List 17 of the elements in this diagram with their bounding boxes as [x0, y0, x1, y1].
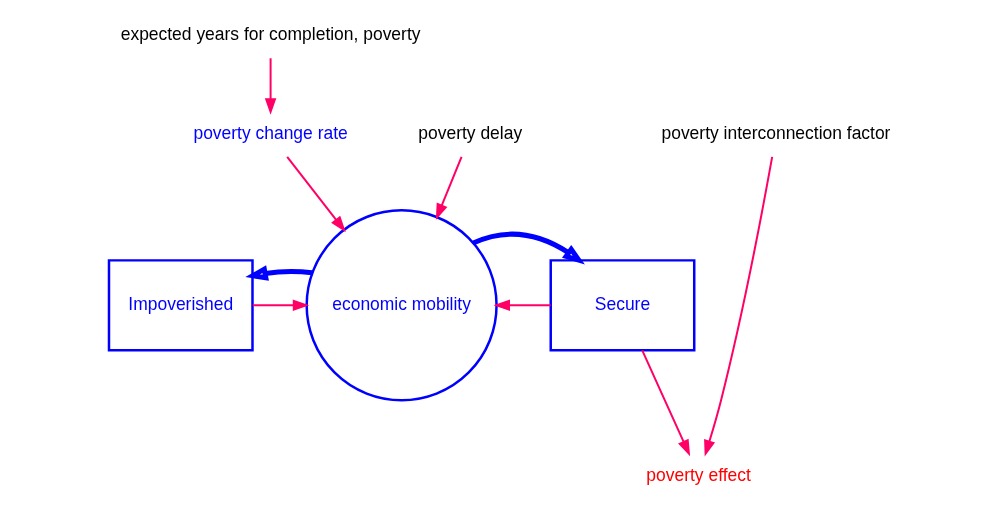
node-text: poverty delay [418, 122, 523, 143]
node-box: Impoverished [107, 259, 254, 352]
arrow [435, 155, 463, 221]
arrow [251, 299, 310, 312]
node-text: expected years for completion, poverty [120, 24, 421, 45]
arrow [493, 299, 552, 312]
node-circle: economic mobility [305, 209, 498, 402]
arrow [245, 265, 313, 281]
node-text: poverty effect [646, 464, 751, 485]
arrow [286, 155, 346, 233]
arrow [472, 231, 585, 265]
arrow [641, 349, 691, 457]
node-text: poverty change rate [193, 122, 348, 143]
node-text: poverty interconnection factor [661, 122, 891, 143]
arrow [704, 155, 774, 457]
node-box: Secure [549, 259, 696, 352]
arrow [264, 57, 277, 115]
